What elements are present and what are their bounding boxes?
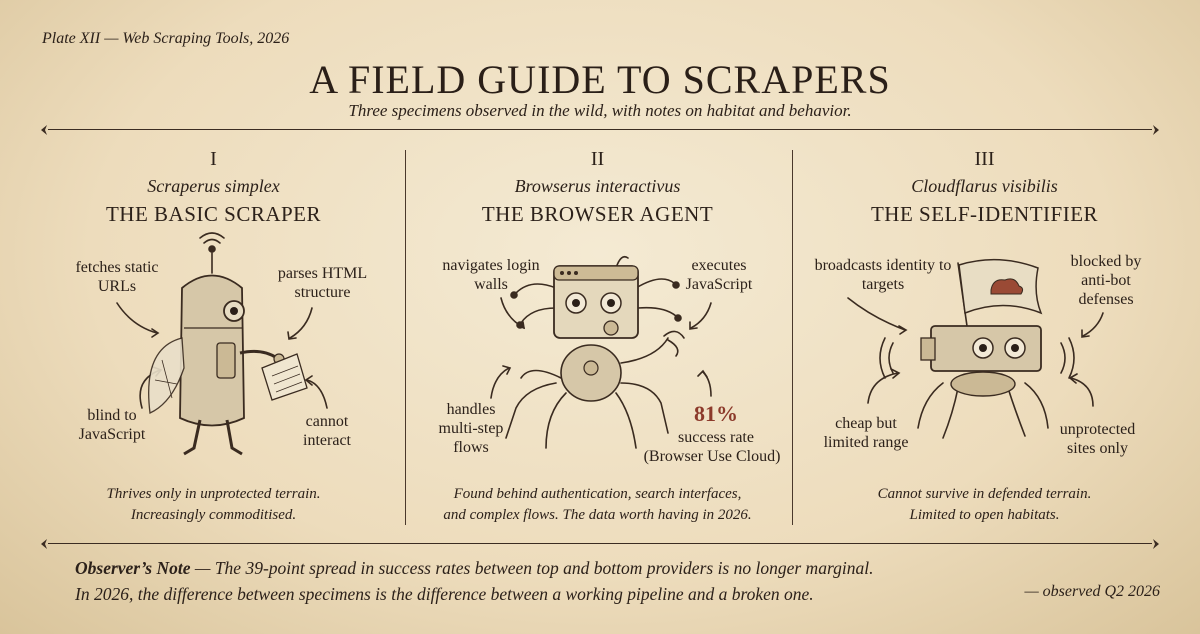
bottom-divider [40, 538, 1160, 550]
trait-note: unprotected sites only [1059, 421, 1136, 457]
trait-note: cheap but limited range [823, 415, 909, 451]
column-divider [792, 150, 793, 525]
common-name: THE SELF-IDENTIFIER [870, 202, 1099, 226]
success-rate-source: (Browser Use Cloud) [643, 448, 781, 465]
self-identifier-robot-illustration [847, 258, 1104, 439]
trait-note: blocked by anti-bot defenses [1070, 253, 1142, 308]
basic-scraper-robot-illustration [116, 232, 328, 456]
specimen-numeral: I [210, 148, 217, 170]
common-name: THE BROWSER AGENT [481, 202, 714, 226]
trait-note: navigates login walls [442, 257, 540, 293]
trait-note: cannot interact [303, 413, 351, 449]
browser-agent-robot-illustration [490, 255, 712, 449]
success-rate-label: success rate [678, 429, 754, 446]
plate-label: Plate XII — Web Scraping Tools, 2026 [42, 30, 290, 47]
observers-note-label: Observer’s Note [75, 558, 191, 578]
observed-date: — observed Q2 2026 [1024, 583, 1160, 600]
common-name: THE BASIC SCRAPER [105, 202, 322, 226]
trait-note: parses HTML structure [277, 265, 368, 301]
trait-note: broadcasts identity to targets [814, 257, 952, 293]
trait-note: blind to JavaScript [78, 407, 146, 443]
habitat-note: Found behind authentication, search inte… [443, 486, 752, 523]
habitat-note: Cannot survive in defended terrain. Limi… [877, 486, 1092, 523]
top-divider [40, 124, 1160, 136]
specimen-panel-3: III Cloudflarus visibilis THE SELF-IDENT… [793, 148, 1176, 528]
trait-note: fetches static URLs [75, 259, 159, 295]
page-title: A FIELD GUIDE TO SCRAPERS [309, 57, 891, 102]
specimen-numeral: II [590, 148, 605, 170]
specimen-panel-2: II Browserus interactivus THE BROWSER AG… [406, 148, 789, 528]
species-name: Cloudflarus visibilis [911, 176, 1058, 196]
trait-note: executes JavaScript [685, 257, 753, 293]
species-name: Scraperus simplex [147, 176, 280, 196]
trait-note: handles multi-step flows [438, 401, 504, 456]
habitat-note: Thrives only in unprotected terrain. Inc… [106, 486, 321, 523]
observers-note: Observer’s Note — The 39-point spread in… [75, 558, 874, 604]
specimen-numeral: III [974, 148, 995, 170]
success-rate-value: 81% [694, 401, 738, 426]
species-name: Browserus interactivus [514, 176, 681, 196]
specimen-panel-1: I Scraperus simplex THE BASIC SCRAPER [22, 148, 405, 528]
page-subtitle: Three specimens observed in the wild, wi… [348, 101, 852, 120]
column-divider [405, 150, 406, 525]
